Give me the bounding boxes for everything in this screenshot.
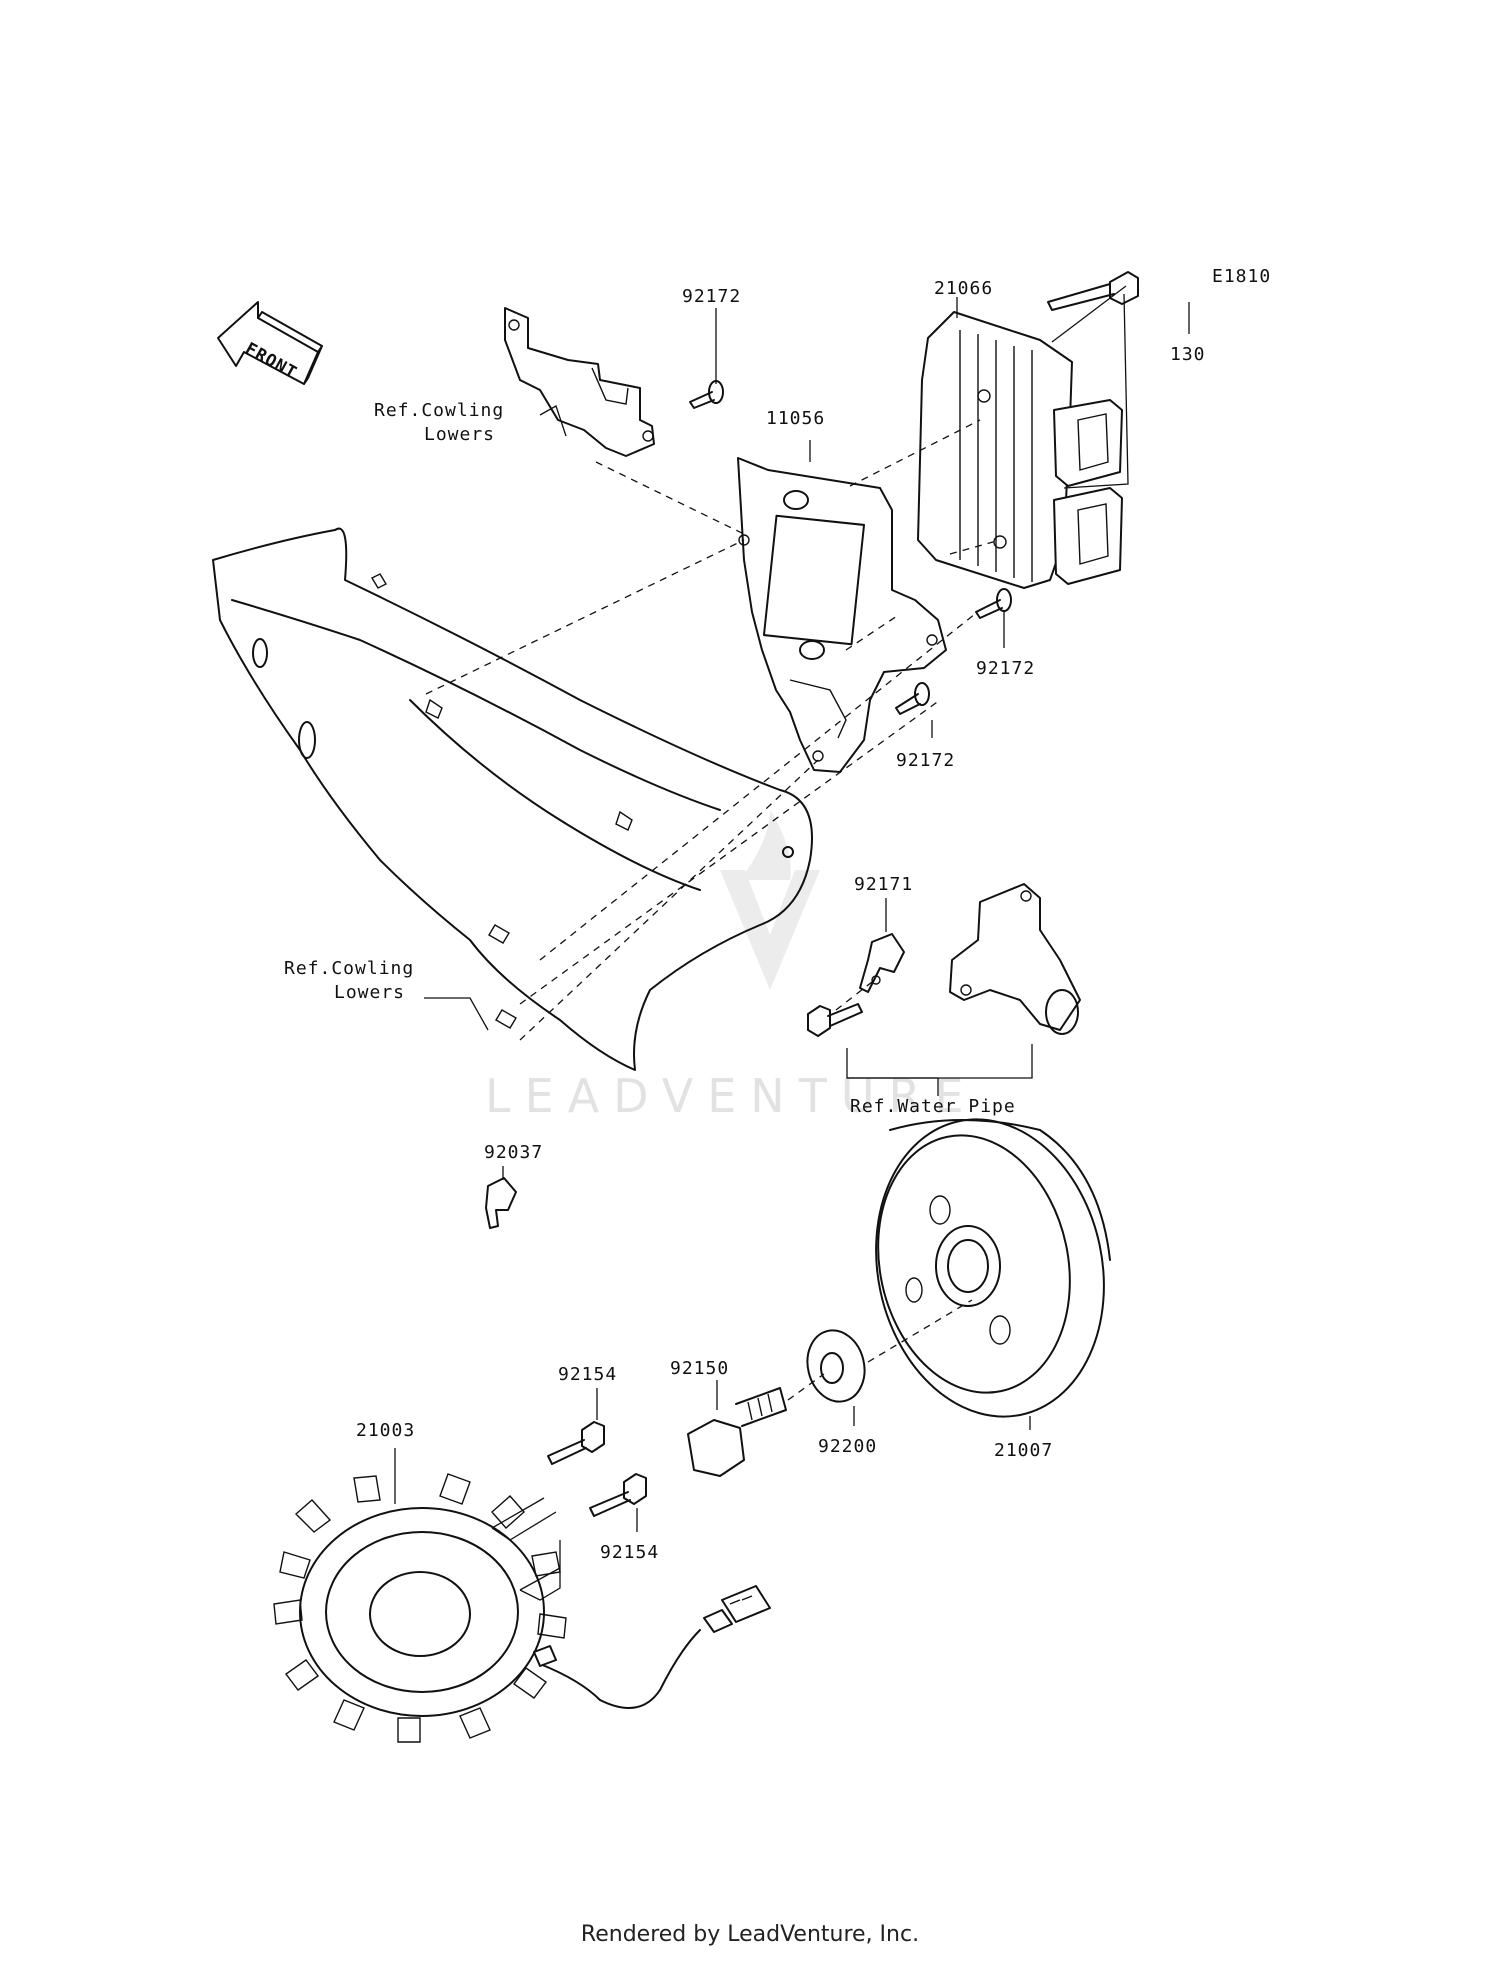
- bolt-92150: [687, 1387, 787, 1477]
- ref-cowling-top-line1: Ref.Cowling: [374, 400, 504, 421]
- callout-21003: 21003: [356, 1420, 415, 1441]
- ref-cowling-low-line1: Ref.Cowling: [284, 958, 414, 979]
- front-arrow-icon: FRONT: [217, 301, 323, 385]
- screw-92172-low: [895, 682, 930, 715]
- screw-92172-mid: [975, 588, 1012, 619]
- callout-92172-low: 92172: [896, 750, 955, 771]
- bolt-water-pipe: [807, 1003, 863, 1037]
- cowling-lower-part: [212, 527, 813, 1071]
- callout-130: 130: [1170, 344, 1206, 365]
- dashed-alignment-lines: [425, 419, 1001, 1401]
- callout-92154-top: 92154: [558, 1364, 617, 1385]
- bolt-92154-low: [589, 1473, 647, 1517]
- regulator-rectifier-21066: [917, 311, 1123, 589]
- callout-21007: 21007: [994, 1440, 1053, 1461]
- rotor-21007: [875, 1118, 1111, 1418]
- leader-lines: [394, 285, 1129, 1601]
- water-pipe-part: [949, 883, 1081, 1035]
- callout-92172-mid: 92172: [976, 658, 1035, 679]
- callout-92154-low: 92154: [600, 1542, 659, 1563]
- ref-water-pipe: Ref.Water Pipe: [850, 1096, 1016, 1117]
- callout-92200: 92200: [818, 1436, 877, 1457]
- screw-92172-top: [689, 380, 724, 409]
- callout-92172-top: 92172: [682, 286, 741, 307]
- callout-92171: 92171: [854, 874, 913, 895]
- callout-92037: 92037: [484, 1142, 543, 1163]
- callout-92150: 92150: [670, 1358, 729, 1379]
- watermark: LEADVENTURE: [485, 810, 964, 1123]
- clamp-92171: [859, 933, 905, 993]
- bolt-92154-top: [547, 1421, 605, 1465]
- callout-11056: 11056: [766, 408, 825, 429]
- stator-21003: [273, 1473, 771, 1743]
- bracket-plate-11056: [737, 457, 947, 773]
- cowling-bracket-part: [504, 307, 655, 457]
- washer-92200: [806, 1329, 866, 1403]
- diagram-code: E1810: [1212, 266, 1271, 287]
- clamp-92037: [485, 1177, 517, 1229]
- ref-cowling-top-line2: Lowers: [424, 424, 495, 445]
- ref-cowling-low-line2: Lowers: [334, 982, 405, 1003]
- footer-credit: Rendered by LeadVenture, Inc.: [580, 1922, 920, 1947]
- callout-21066: 21066: [934, 278, 993, 299]
